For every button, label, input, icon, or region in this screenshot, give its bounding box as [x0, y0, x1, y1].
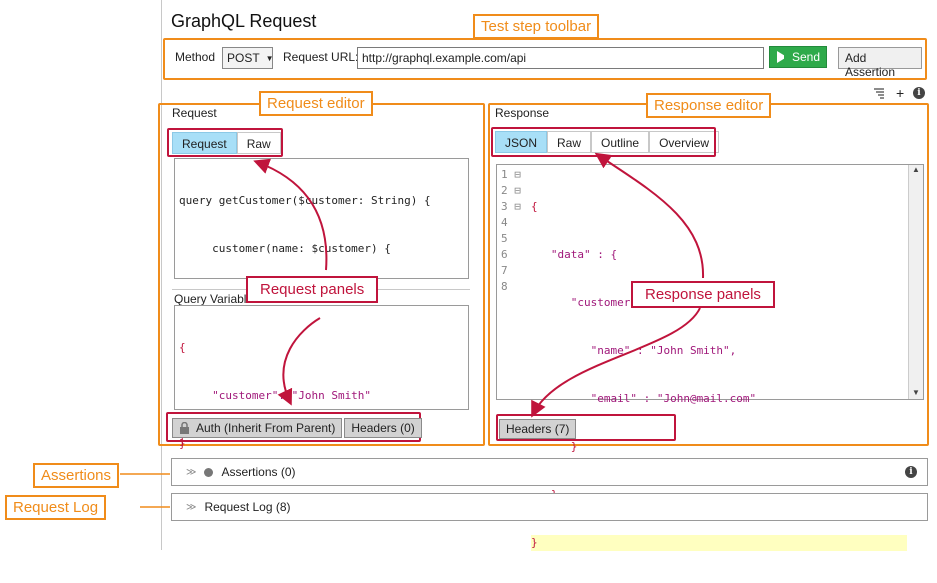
json-line: } — [531, 440, 578, 453]
request-editor-header: Request — [172, 106, 217, 120]
info-icon[interactable]: i — [913, 87, 925, 99]
callout-request-log: Request Log — [5, 495, 107, 520]
line-number: 7 — [501, 264, 508, 277]
auth-tab-label: Auth (Inherit From Parent) — [196, 421, 336, 435]
sort-icon[interactable] — [873, 87, 885, 99]
variables-line: "customer": "John Smith" — [179, 389, 372, 402]
tab-raw-response[interactable]: Raw — [547, 131, 592, 153]
json-line: "email" : "John@mail.com" — [531, 392, 757, 405]
scroll-up-icon[interactable]: ▲ — [912, 165, 920, 174]
method-select[interactable]: POST ▼ — [222, 47, 274, 69]
send-button[interactable]: Send — [769, 46, 827, 68]
expand-chevron-icon[interactable]: ≫ — [186, 466, 197, 478]
json-line: "name" : "John Smith", — [531, 344, 737, 357]
response-bottom-tabs-callout-box — [496, 414, 676, 441]
play-icon — [777, 51, 784, 63]
line-gutter: 1 ⊟ 2 ⊟ 3 ⊟ 4 5 6 7 8 — [501, 167, 531, 295]
send-label: Send — [791, 50, 820, 64]
line-number: 8 — [501, 280, 508, 293]
tab-overview[interactable]: Overview — [649, 131, 720, 153]
request-tabs-callout-box — [167, 128, 283, 157]
query-variables-label: Query Variabl — [174, 292, 247, 306]
line-number: 5 — [501, 232, 508, 245]
json-line: "data" : { — [531, 248, 618, 261]
fold-icon[interactable]: ⊟ — [514, 184, 521, 197]
url-input[interactable]: http://graphql.example.com/api — [357, 47, 764, 69]
line-number: 1 — [501, 168, 508, 181]
scroll-down-icon[interactable]: ▼ — [912, 388, 920, 397]
callout-arrows — [120, 152, 705, 508]
variables-line: } — [179, 437, 186, 450]
lock-icon — [180, 421, 189, 434]
tab-outline[interactable]: Outline — [591, 131, 650, 153]
fold-icon[interactable]: ⊟ — [514, 168, 521, 181]
add-assertion-button[interactable]: Add Assertion — [838, 47, 922, 79]
json-line: { — [531, 200, 538, 213]
info-icon[interactable]: i — [905, 466, 917, 478]
callout-test-step-toolbar: Test step toolbar — [473, 14, 600, 39]
request-bottom-tabs: Auth (Inherit From Parent) Headers (0) — [172, 418, 422, 438]
variables-line: { — [179, 341, 186, 354]
chevron-down-icon: ▼ — [265, 53, 274, 63]
tab-raw[interactable]: Raw — [236, 132, 281, 154]
assertions-label: Assertions (0) — [221, 465, 296, 479]
toolbar-highlight — [163, 38, 927, 80]
json-code: { "data" : { "customer" : { "name" : "Jo… — [531, 167, 907, 583]
url-label: Request URL: — [283, 50, 359, 64]
query-editor[interactable]: query getCustomer($customer: String) { c… — [174, 158, 469, 447]
expand-chevron-icon[interactable]: ≫ — [186, 501, 197, 513]
status-dot-icon — [204, 467, 214, 477]
response-headers-tab[interactable]: Headers (7) — [499, 419, 577, 439]
callout-assertions: Assertions — [33, 463, 120, 488]
request-log-label: Request Log (8) — [204, 500, 291, 514]
line-number: 6 — [501, 248, 508, 261]
tab-request[interactable]: Request — [172, 132, 237, 154]
tab-json[interactable]: JSON — [495, 131, 548, 153]
line-number: 4 — [501, 216, 508, 229]
callout-request-panels: Request panels — [246, 276, 379, 303]
assertions-panel[interactable]: ≫ Assertions (0) i — [171, 458, 928, 486]
request-headers-label: Headers (0) — [351, 421, 415, 435]
method-label: Method — [175, 50, 216, 64]
request-tabs: Request Raw — [172, 132, 281, 154]
vertical-scrollbar[interactable]: ▲ ▼ — [908, 165, 923, 399]
callout-response-editor: Response editor — [646, 93, 772, 118]
callout-response-panels: Response panels — [631, 281, 775, 308]
fold-icon[interactable]: ⊟ — [514, 200, 521, 213]
response-editor-header: Response — [495, 106, 550, 120]
query-variables-editor[interactable]: { "customer": "John Smith" } — [174, 305, 469, 450]
response-tabs: JSON Raw Outline Overview — [495, 131, 720, 153]
page-title: GraphQL Request — [171, 11, 317, 31]
line-number: 2 — [501, 184, 508, 197]
add-icon[interactable]: + — [896, 85, 905, 101]
line-number: 3 — [501, 200, 508, 213]
response-headers-label: Headers (7) — [506, 422, 570, 436]
request-headers-tab[interactable]: Headers (0) — [344, 418, 422, 438]
callout-request-editor: Request editor — [259, 91, 373, 116]
request-log-panel[interactable]: ≫ Request Log (8) — [171, 493, 928, 521]
auth-tab[interactable]: Auth (Inherit From Parent) — [172, 418, 343, 438]
query-line: query getCustomer($customer: String) { — [179, 194, 431, 207]
method-value: POST — [227, 51, 260, 65]
query-line: customer(name: $customer) { — [179, 242, 391, 255]
json-line-highlighted: } — [531, 535, 907, 551]
